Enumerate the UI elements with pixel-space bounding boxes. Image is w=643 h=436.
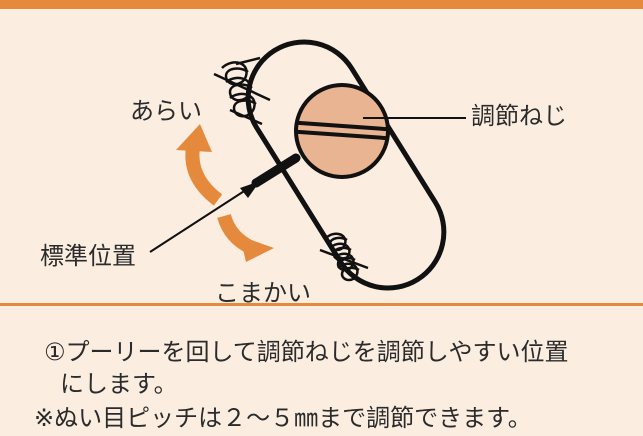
instruction-line-2: にします。 — [60, 370, 178, 398]
instruction-line-1: ①プーリーを回して調節ねじを調節しやすい位置 — [44, 338, 569, 366]
fine-direction-arrow-icon — [217, 213, 274, 262]
adjust-screw-icon — [294, 83, 390, 179]
stitch-pitch-note: ※ぬい目ピッチは２〜５㎜まで調節できます。 — [34, 404, 532, 432]
rough-direction-arrow-icon — [176, 124, 223, 206]
standard-position-label: 標準位置 — [40, 242, 136, 270]
adjust-screw-label: 調節ねじ — [471, 102, 567, 130]
rough-stitch-icon — [213, 56, 271, 126]
section-divider — [0, 303, 643, 306]
rough-label: あらい — [130, 97, 202, 125]
standard-position-marker-icon — [149, 153, 301, 253]
adjustment-slot — [245, 39, 447, 291]
fine-label: こまかい — [215, 279, 311, 307]
top-accent-bar — [0, 0, 643, 9]
fine-stitch-icon — [319, 232, 369, 282]
instruction-panel — [0, 9, 643, 436]
